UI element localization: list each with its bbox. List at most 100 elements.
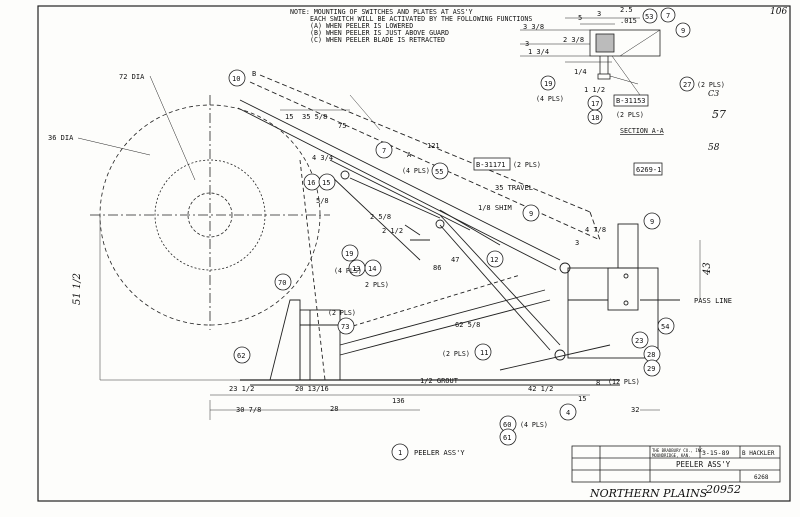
callout-2pls-b: 2 PLS) xyxy=(365,281,389,289)
dim-1-8-shim: 1/8 SHIM xyxy=(478,204,512,212)
dim-5-8: 5/8 xyxy=(316,197,329,205)
handwritten-number: 20952 xyxy=(705,483,741,496)
balloon-61: 61 xyxy=(503,434,511,442)
balloon-7: 7 xyxy=(382,147,386,155)
section-balloons xyxy=(540,7,695,125)
title-date: 3-15-89 xyxy=(702,449,729,457)
title-block xyxy=(571,445,781,483)
section-dim-1-4: 1/4 xyxy=(574,68,587,76)
dim-28: 28 xyxy=(330,405,338,413)
dim-8: 8 xyxy=(596,379,600,387)
dim-75: 75 xyxy=(338,122,346,130)
handwritten-customer: NORTHERN PLAINS xyxy=(589,487,708,500)
dim-86: 86 xyxy=(433,264,441,272)
balloon-9-right: 9 xyxy=(650,218,654,226)
sheet-number: 106 xyxy=(770,7,787,17)
mounting-note: NOTE: MOUNTING OF SWITCHES AND PLATES AT… xyxy=(290,8,532,44)
margin-note-58: 58 xyxy=(708,143,720,153)
dim-4-7-8: 4 7/8 xyxy=(585,226,606,234)
balloon-11: 11 xyxy=(480,349,488,357)
section-dim-3: 3 xyxy=(525,40,529,48)
callout-4pls-c: (4 PLS) xyxy=(520,421,548,429)
section-dim-3-3-8: 3 3/8 xyxy=(523,23,544,31)
balloon-6269-1: 6269-1 xyxy=(636,166,661,174)
section-callout-2pls-a: (2 PLS) xyxy=(697,81,725,89)
dim-3: 3 xyxy=(575,239,579,247)
margin-note-57: 57 xyxy=(712,108,726,121)
balloon-b31171: B-31171 xyxy=(476,161,506,169)
dim-35-travel: 35 TRAVEL xyxy=(495,184,533,192)
section-callout-2pls-b: (2 PLS) xyxy=(616,111,644,119)
dim-62-5-8: 62 5/8 xyxy=(455,321,480,329)
balloon-14: 14 xyxy=(368,265,376,273)
balloon-29: 29 xyxy=(647,365,655,373)
balloon-4: 4 xyxy=(566,409,570,417)
dim-32: 32 xyxy=(631,406,639,414)
balloon-73: 73 xyxy=(341,323,349,331)
balloon-54: 54 xyxy=(661,323,669,331)
section-balloon-18: 18 xyxy=(591,114,599,122)
balloon-12: 12 xyxy=(490,256,498,264)
callout-4pls-b: (4 PLS) xyxy=(334,267,362,275)
dimension-lines xyxy=(99,94,701,420)
dim-72-dia: 72 DIA xyxy=(119,73,145,81)
balloon-1: 1 xyxy=(398,449,402,457)
dim-15-top: 15 xyxy=(285,113,293,121)
peeler-frame xyxy=(237,74,601,381)
section-callout-4pls: (4 PLS) xyxy=(536,95,564,103)
note-line-3: (A) WHEN PEELER IS LOWERED xyxy=(310,22,413,30)
dim-4-3-4: 4 3/4 xyxy=(312,154,333,162)
section-dim-1-3-4: 1 3/4 xyxy=(528,48,549,56)
section-a-a-detail xyxy=(520,17,661,96)
balloon-9: 9 xyxy=(529,210,533,218)
note-line-5: (C) WHEN PEELER BLADE IS RETRACTED xyxy=(310,36,445,44)
dim-51-1-2: 51 1/2 xyxy=(72,273,83,305)
callout-A: A xyxy=(407,151,412,159)
balloon-60: 60 xyxy=(503,421,511,429)
balloon-19: 19 xyxy=(345,250,353,258)
section-title: SECTION A-A xyxy=(620,127,664,135)
title-drawn-by: B HACKLER xyxy=(742,450,775,457)
callout-12pls: (12 PLS) xyxy=(608,378,640,386)
callout-2pls-a: (2 PLS) xyxy=(513,161,541,169)
sheet-border xyxy=(37,5,791,502)
balloon-70: 70 xyxy=(278,279,286,287)
balloon-23: 23 xyxy=(635,337,643,345)
dim-2-5-8: 2 5/8 xyxy=(370,213,391,221)
margin-note-c3: C3 xyxy=(708,89,719,98)
view-title: PEELER ASS'Y xyxy=(414,449,465,457)
title-name: PEELER ASS'Y xyxy=(676,460,731,469)
section-dim-5: 5 xyxy=(578,14,582,22)
callout-2pls-d: (2 PLS) xyxy=(442,350,470,358)
dim-grout: 1/2 GROUT xyxy=(420,377,459,385)
left-stand xyxy=(240,299,620,386)
balloon-55: 55 xyxy=(435,168,443,176)
section-dim-small: 2.5 xyxy=(620,6,633,14)
dim-23-1-2: 23 1/2 xyxy=(229,385,254,393)
callout-4pls-a: (4 PLS) xyxy=(402,167,430,175)
title-city: MOUNDRIDGE, KAN. xyxy=(652,453,691,458)
dim-43: 43 xyxy=(702,262,713,276)
dim-2-1-2: 2 1/2 xyxy=(382,227,403,235)
note-line-1: NOTE: MOUNTING OF SWITCHES AND PLATES AT… xyxy=(290,8,473,16)
balloon-10: 10 xyxy=(232,75,240,83)
dim-36-dia: 36 DIA xyxy=(48,134,74,142)
balloon-13: 13 xyxy=(352,265,360,273)
section-dim-top: 3 xyxy=(597,10,601,18)
title-dwg-no: 6268 xyxy=(754,474,769,481)
note-line-4: (B) WHEN PEELER IS JUST ABOVE GUARD xyxy=(310,29,449,37)
note-line-2: EACH SWITCH WILL BE ACTIVATED BY THE FOL… xyxy=(310,15,532,23)
dim-121: 121 xyxy=(427,142,440,150)
dim-35-5-8: 35 5/8 xyxy=(302,113,327,121)
title-company: THE BRADBURY CO., INC. xyxy=(652,448,705,453)
section-balloon-9: 9 xyxy=(681,27,685,35)
dim-136: 136 xyxy=(392,397,405,405)
section-balloon-27: 27 xyxy=(683,81,691,89)
callout-B: B xyxy=(252,70,256,78)
balloon-circles xyxy=(228,69,675,461)
section-balloon-53: 53 xyxy=(645,13,653,21)
pass-line-label: PASS LINE xyxy=(694,297,732,305)
balloon-15: 15 xyxy=(322,179,330,187)
